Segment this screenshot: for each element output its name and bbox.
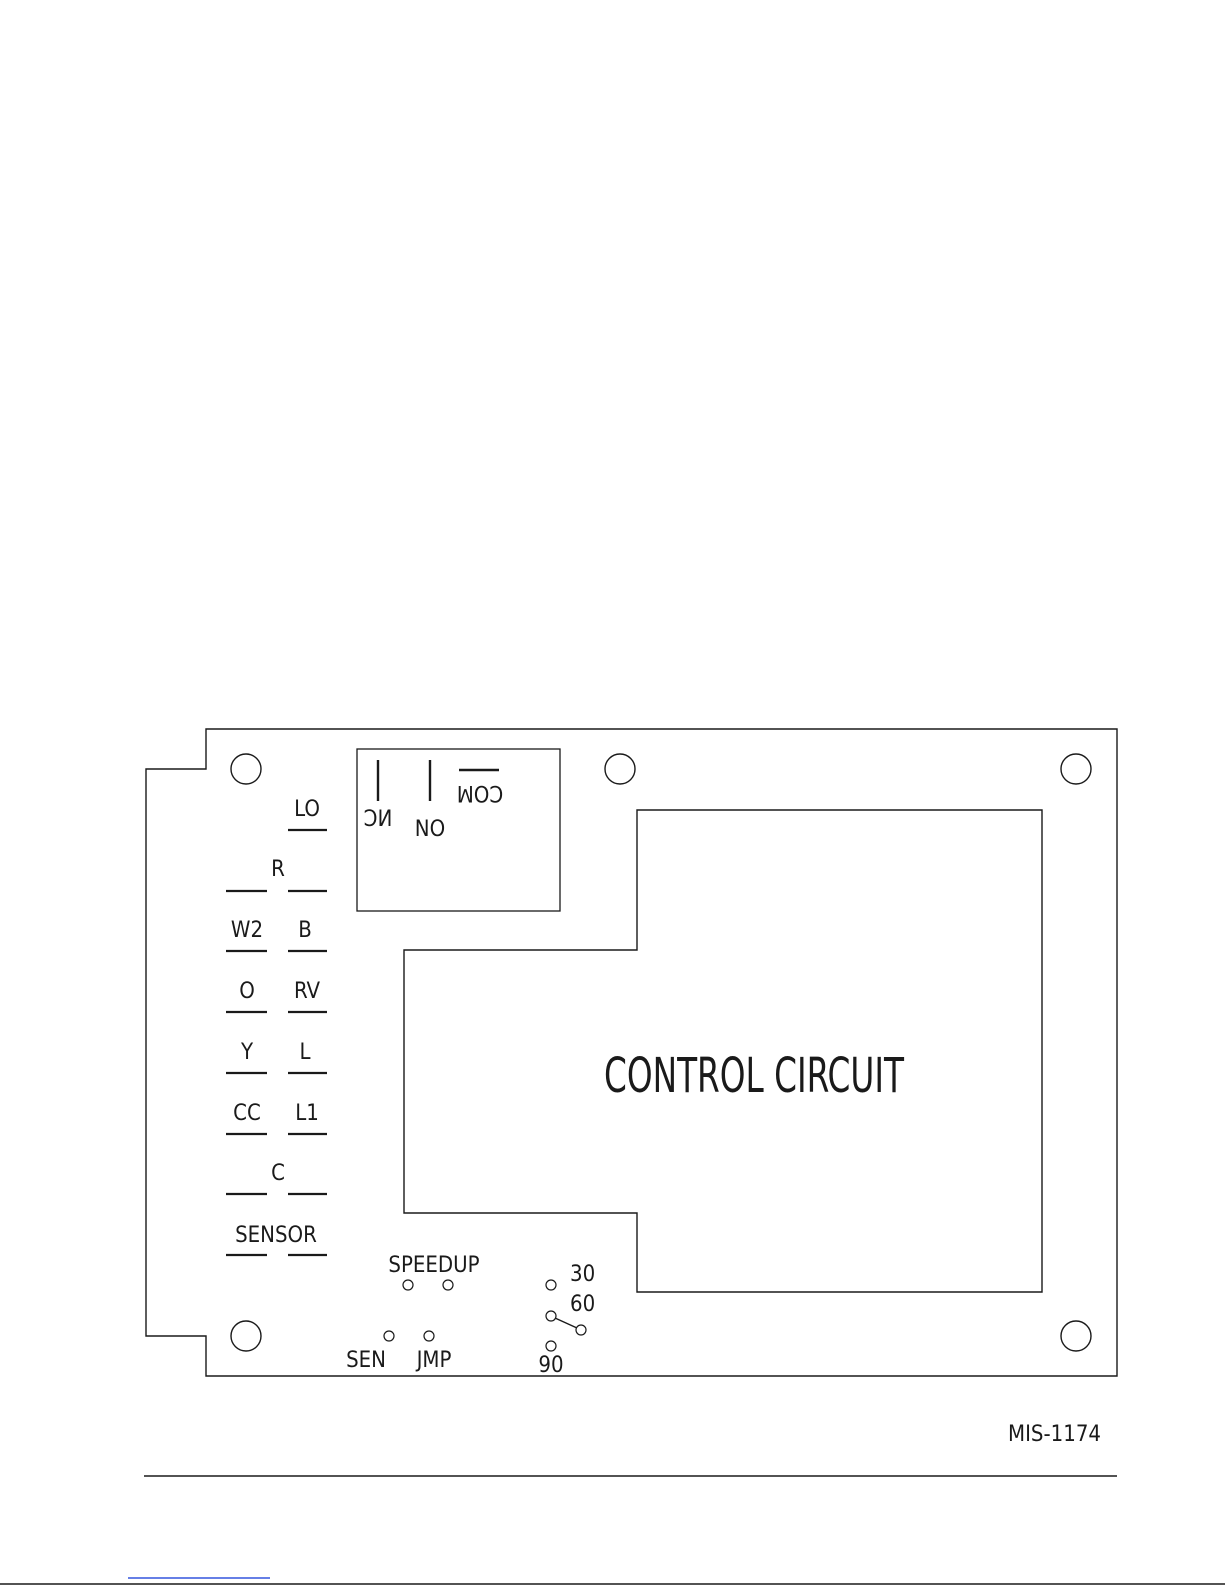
- drawing-number: MIS-1174: [1008, 1422, 1101, 1447]
- timer-60-label: 60: [570, 1292, 595, 1317]
- speedup-pin-right: [443, 1280, 453, 1290]
- terminal-w2-label: W2: [231, 918, 263, 943]
- mounting-hole-bottom-left: [231, 1321, 261, 1351]
- timer-pin-90: [546, 1341, 556, 1351]
- jmp-pin: [424, 1331, 434, 1341]
- terminal-sensor-label: SENSOR: [235, 1223, 317, 1248]
- relay-no-label: NO: [415, 817, 445, 842]
- speedup-label: SPEEDUP: [388, 1253, 479, 1278]
- timer-pin-common: [576, 1325, 586, 1335]
- mounting-hole-bottom-right: [1061, 1321, 1091, 1351]
- relay-com-label: COM: [457, 780, 503, 805]
- terminal-y-label: Y: [240, 1040, 254, 1065]
- sen-label: SEN: [346, 1348, 386, 1373]
- mounting-hole-top-left: [231, 754, 261, 784]
- timer-30-label: 30: [570, 1262, 595, 1287]
- terminal-r-label: R: [271, 857, 285, 882]
- speedup-pin-left: [403, 1280, 413, 1290]
- terminal-l1-label: L1: [295, 1101, 319, 1126]
- terminal-rv-label: RV: [294, 979, 321, 1004]
- sen-pin: [384, 1331, 394, 1341]
- timer-pin-30: [546, 1280, 556, 1290]
- control-circuit-label: CONTROL CIRCUIT: [604, 1048, 904, 1104]
- terminal-lo-label: LO: [294, 797, 320, 822]
- timer-pin-60: [546, 1311, 556, 1321]
- timer-jumper-wire: [555, 1318, 577, 1328]
- terminal-b-label: B: [298, 918, 312, 943]
- terminal-c-label: C: [271, 1161, 285, 1186]
- relay-nc-label: NC: [364, 807, 393, 832]
- mounting-hole-top-middle: [605, 754, 635, 784]
- terminal-l-label: L: [299, 1040, 310, 1065]
- terminal-cc-label: CC: [233, 1101, 261, 1126]
- terminal-o-label: O: [239, 979, 255, 1004]
- jmp-label: JMP: [415, 1348, 452, 1373]
- timer-90-label: 90: [538, 1353, 563, 1378]
- mounting-hole-top-right: [1061, 754, 1091, 784]
